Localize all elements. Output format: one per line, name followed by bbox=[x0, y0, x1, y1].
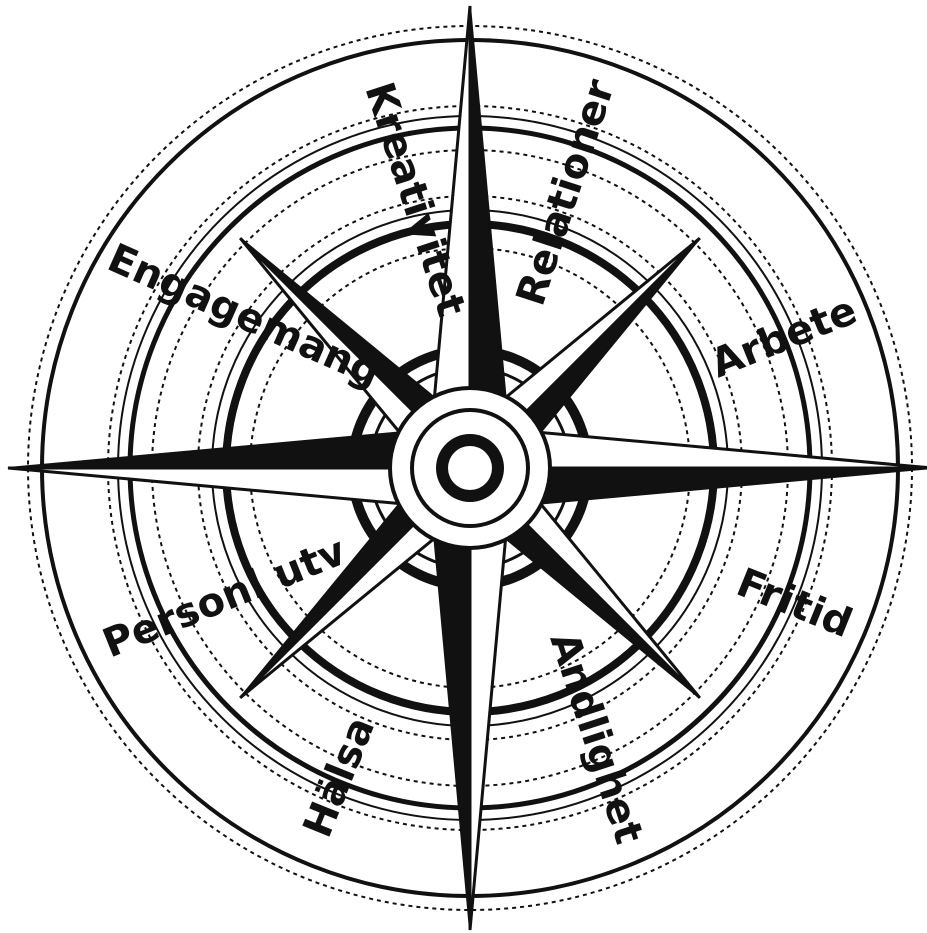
label-arbete: Arbete bbox=[705, 287, 864, 387]
label-halsa: Hälsa bbox=[295, 711, 384, 844]
label-andlighet: Andlighet bbox=[540, 627, 651, 849]
hub-center bbox=[448, 446, 492, 490]
